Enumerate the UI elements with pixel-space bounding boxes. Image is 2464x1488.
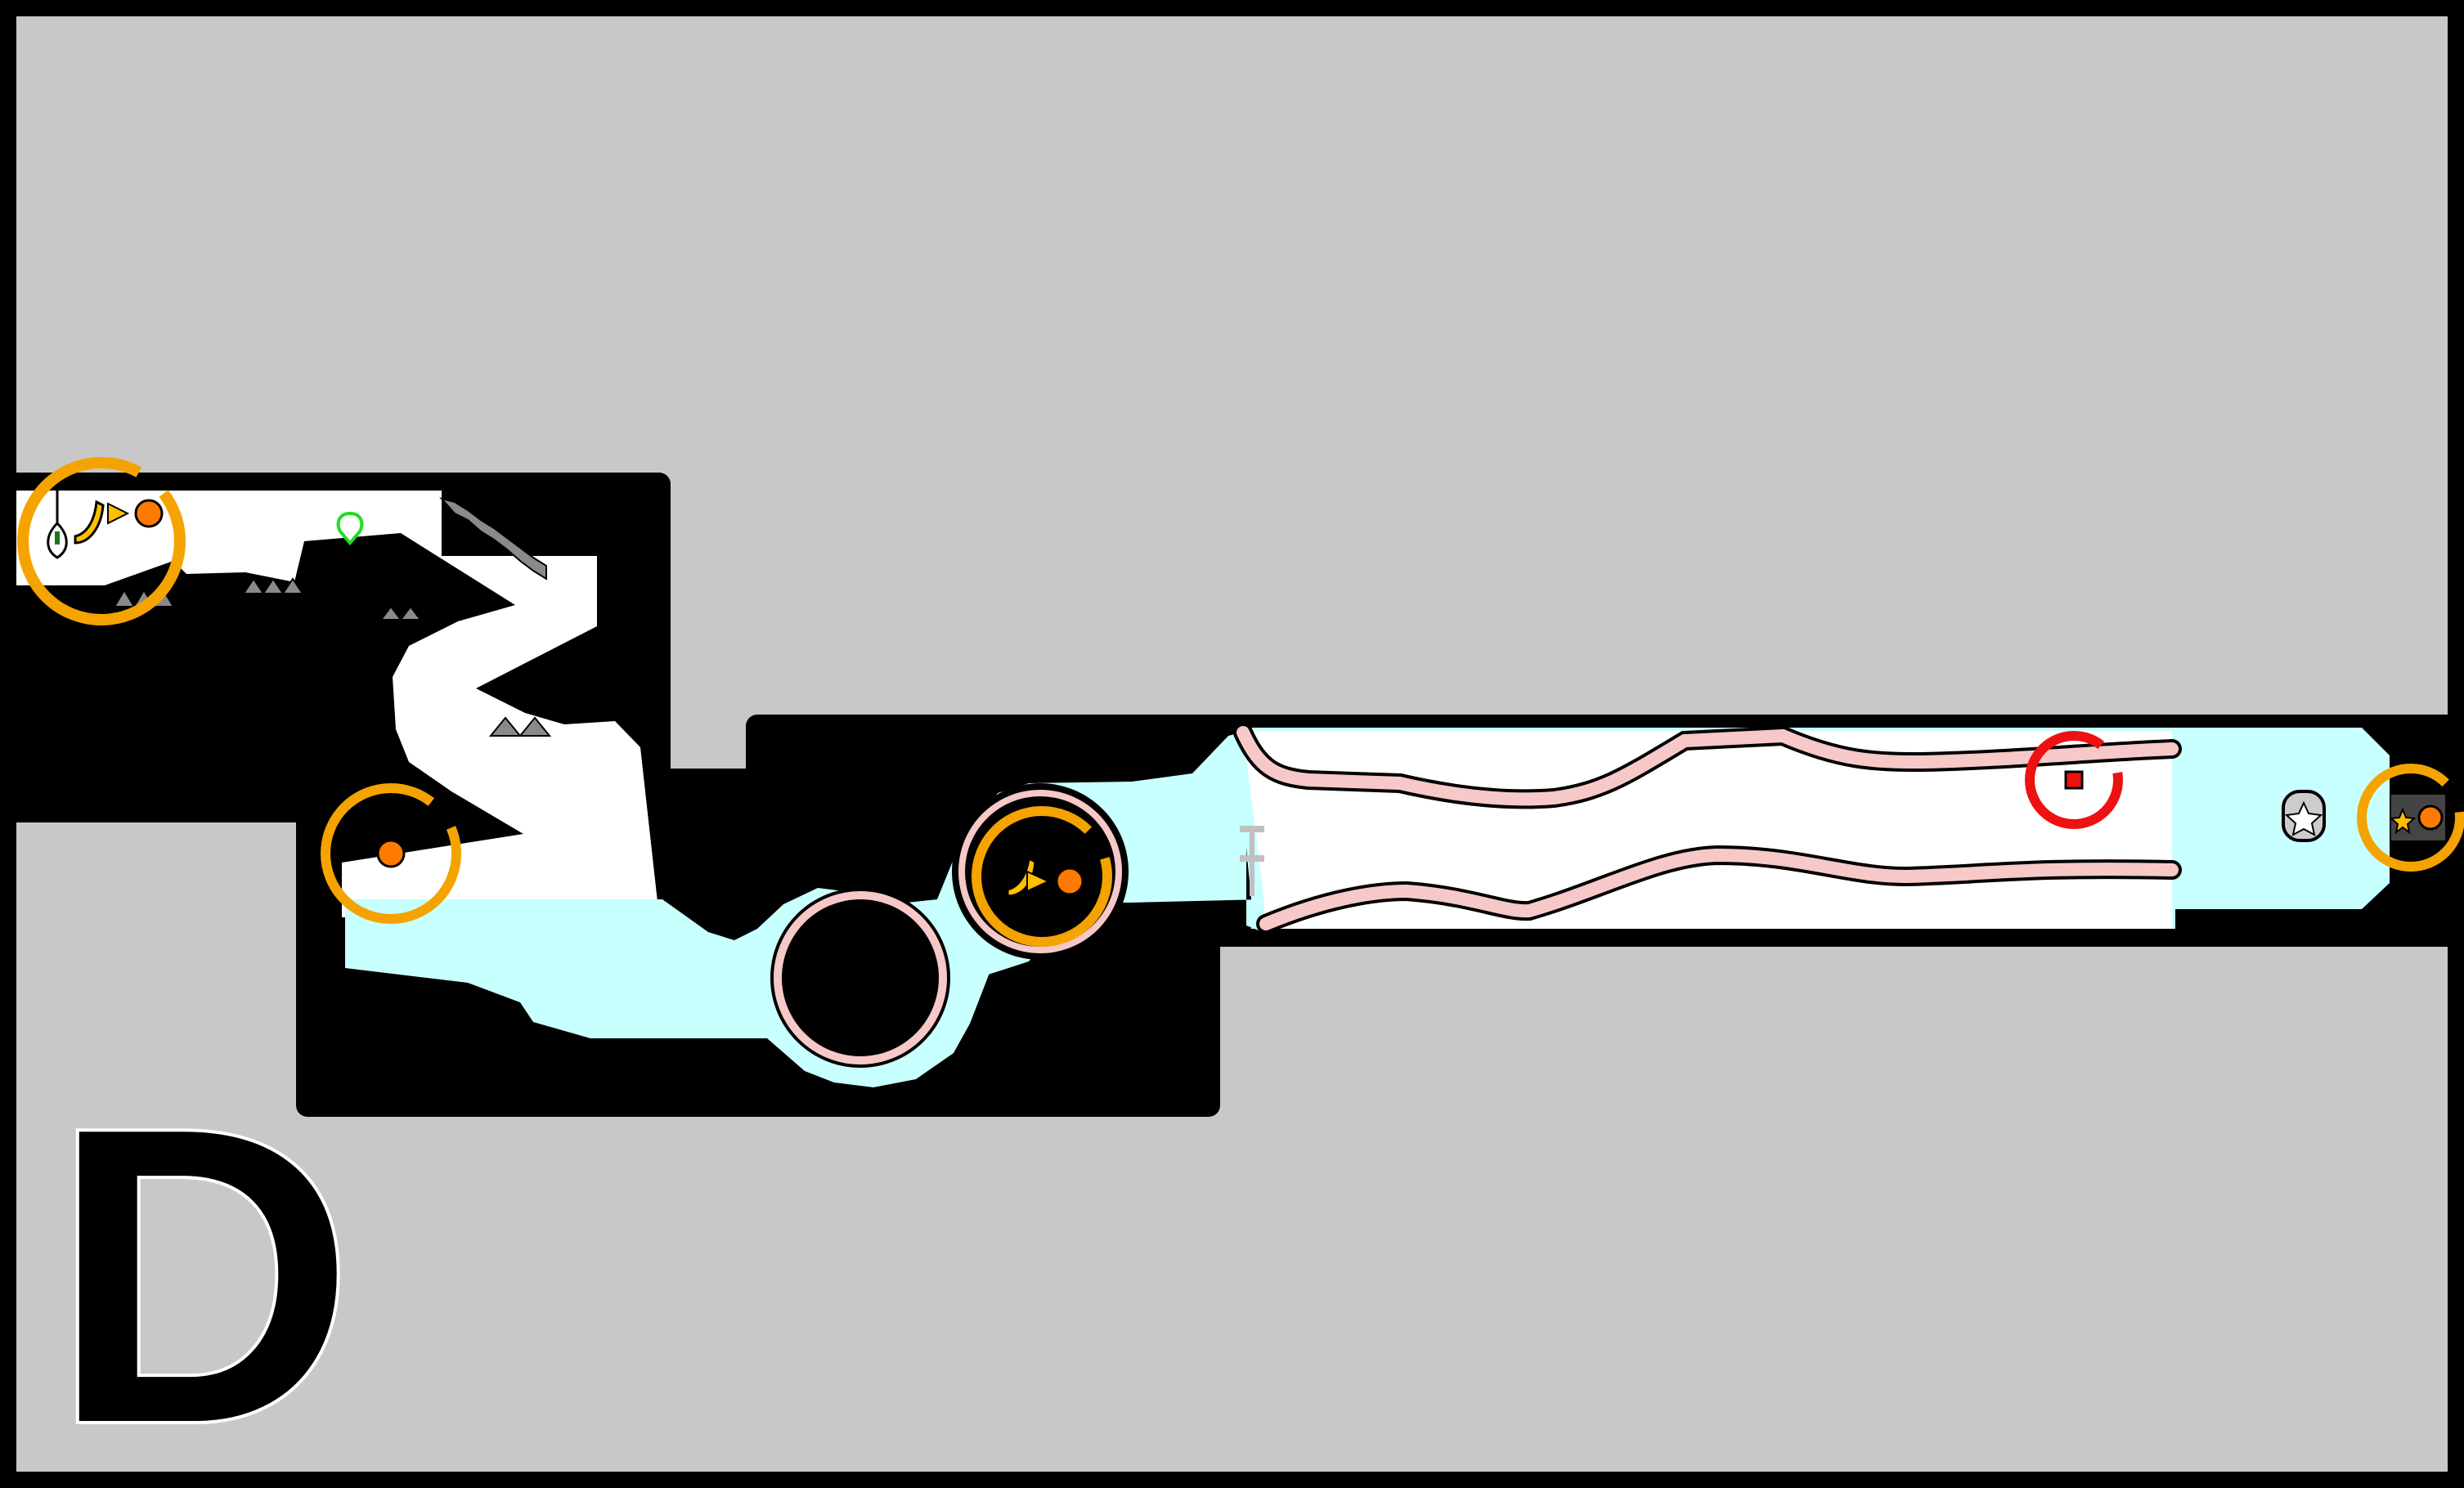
pipe-loop	[770, 783, 1129, 1068]
bonus-ring-3[interactable]	[972, 806, 1112, 947]
star-badge-icon	[2284, 800, 2323, 836]
bonus-ring-1[interactable]	[17, 457, 186, 625]
open-area-upper	[16, 491, 672, 917]
spike-hazards	[113, 497, 552, 737]
bonus-ring-2[interactable]	[321, 783, 461, 924]
section-label: D	[49, 1038, 357, 1488]
enemy-ring[interactable]	[2025, 731, 2123, 829]
checkpoint-post[interactable]	[1240, 826, 1264, 896]
banana-to-coin-icon	[1006, 856, 1084, 898]
spawn-point[interactable]	[336, 511, 364, 546]
goal-badge[interactable]	[2282, 790, 2326, 842]
bonus-ring-4[interactable]	[2357, 764, 2464, 872]
signpost-icon	[1240, 826, 1264, 896]
coin-icon	[376, 839, 406, 868]
pipes	[1233, 723, 2182, 934]
spawn-marker-icon	[336, 511, 364, 546]
banana-to-coin-icon	[74, 499, 164, 545]
star-to-coin-icon	[2389, 805, 2444, 835]
enemy-box-icon	[2064, 770, 2084, 790]
hint-balloon[interactable]	[47, 489, 68, 559]
